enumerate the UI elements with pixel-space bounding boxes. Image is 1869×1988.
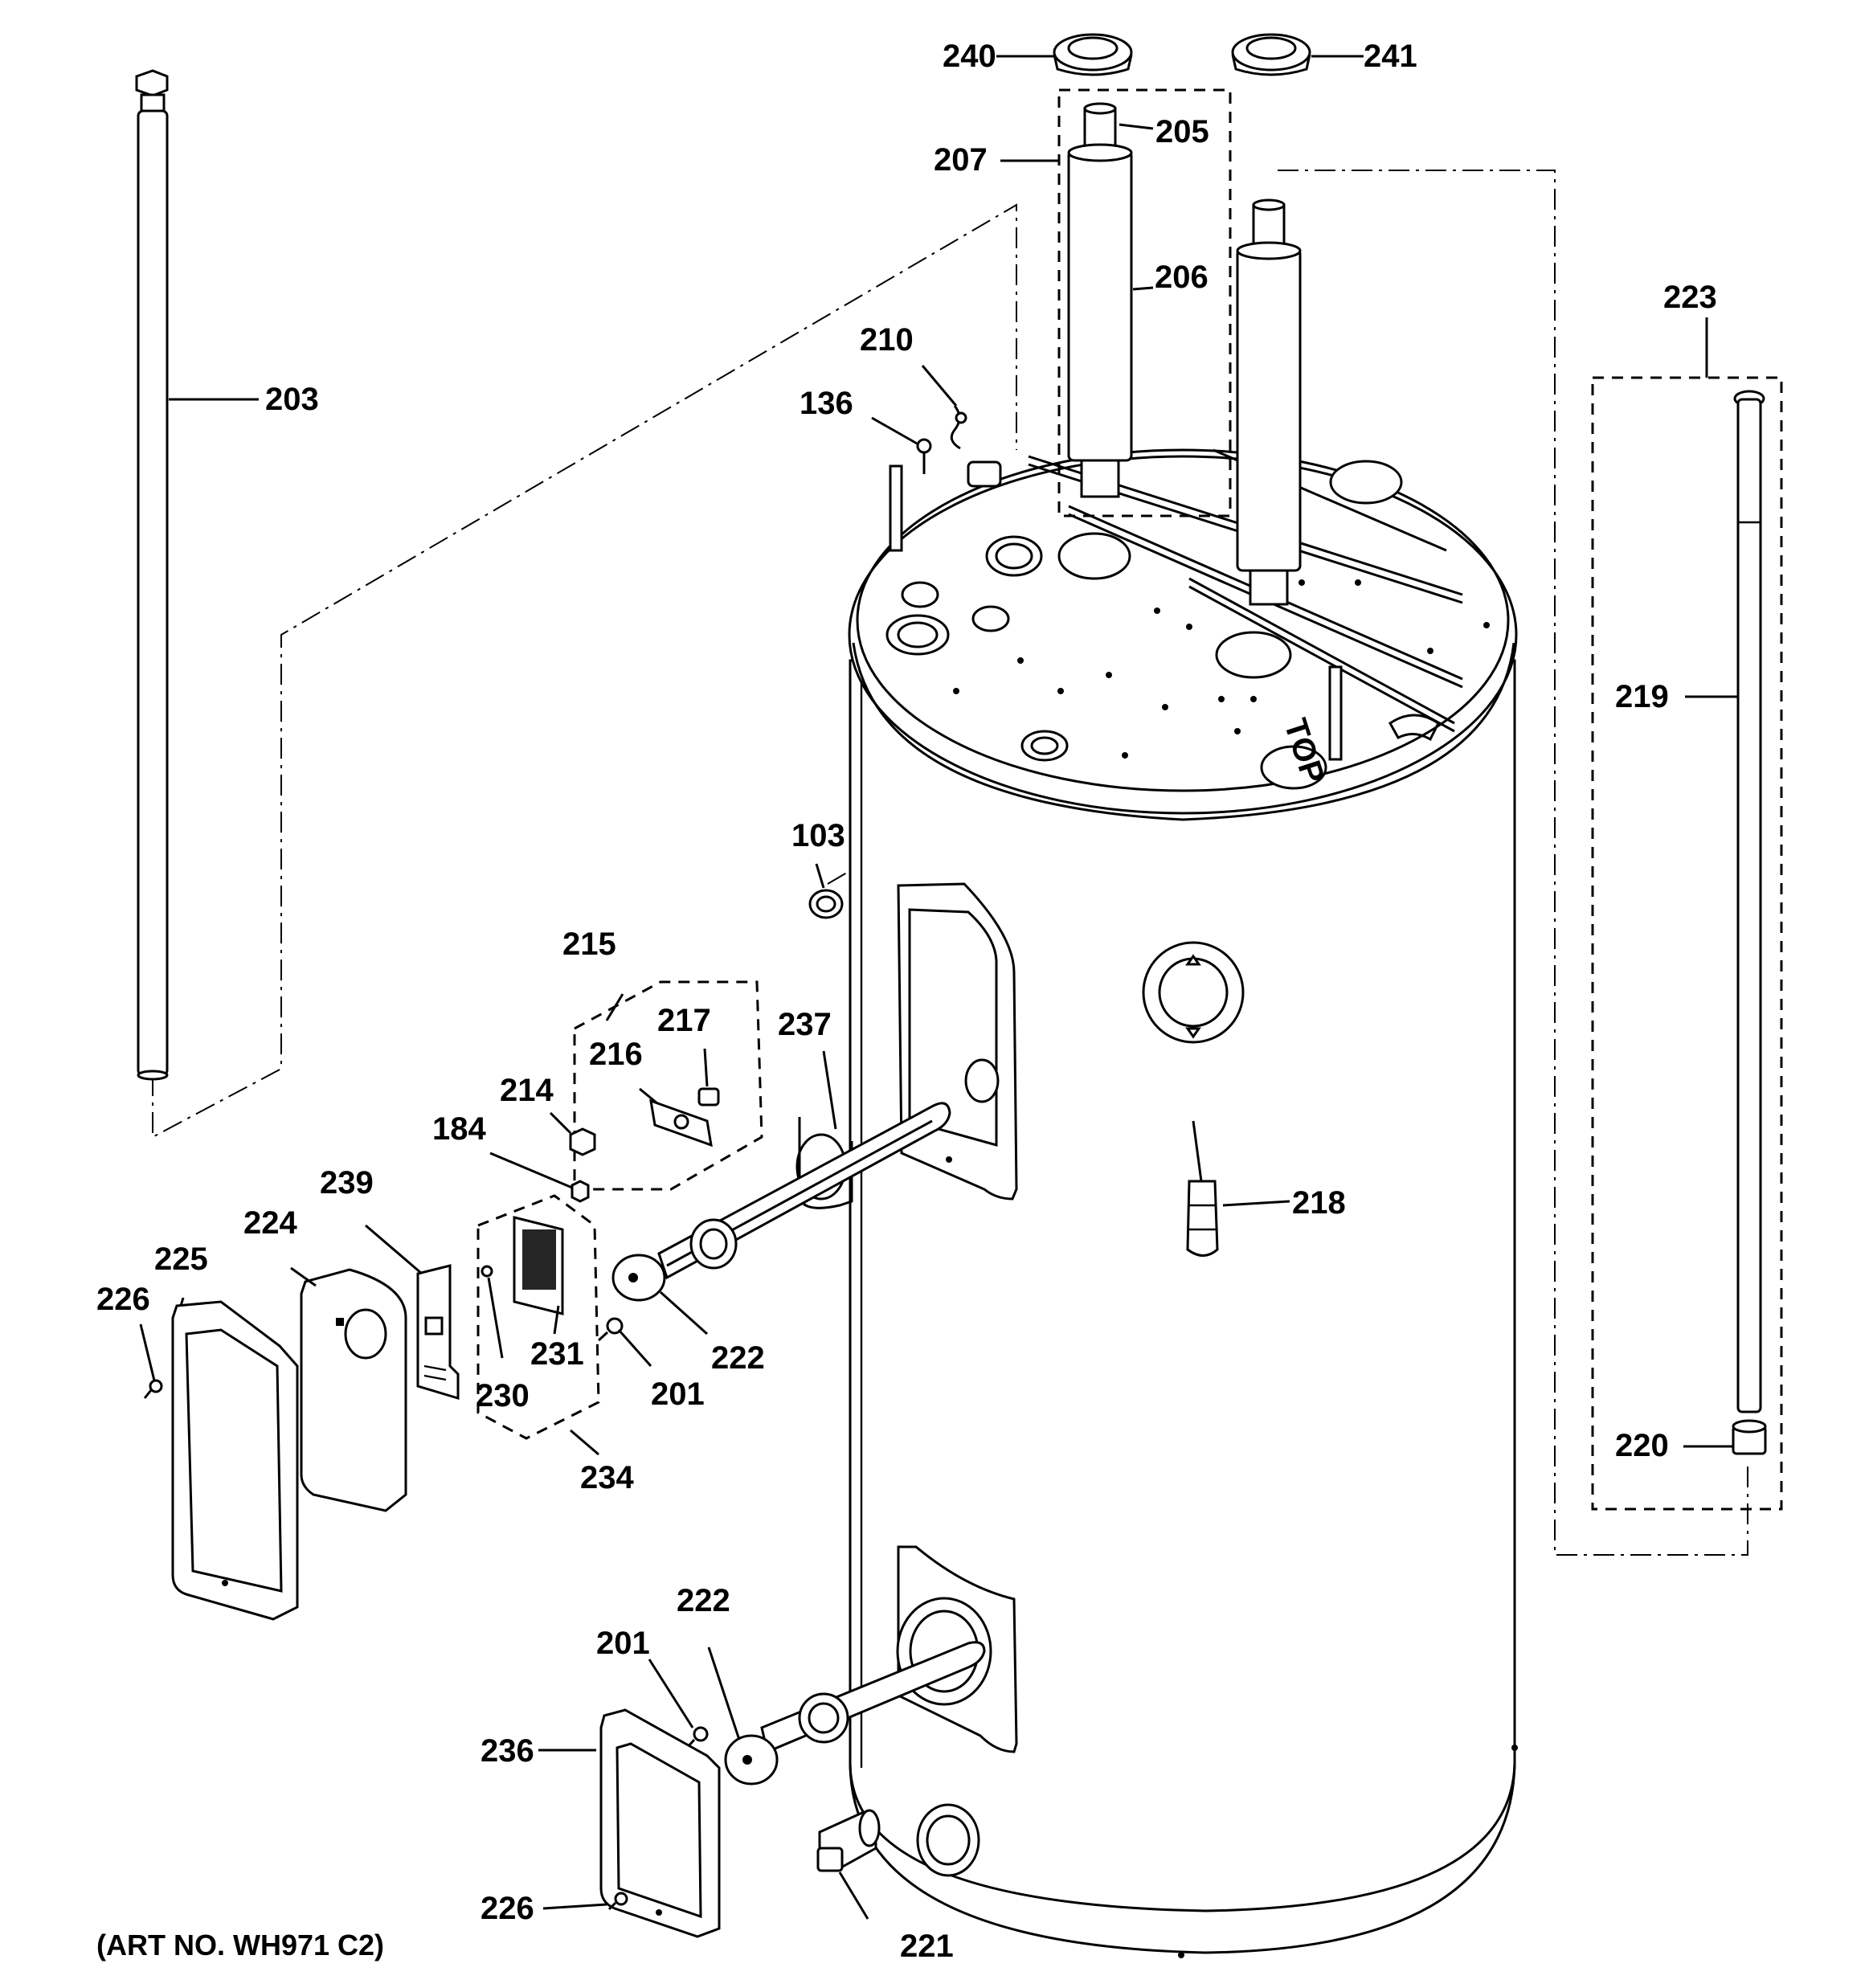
callout-207: 207: [934, 142, 988, 178]
plug-220: [1732, 1419, 1767, 1455]
callout-136: 136: [800, 386, 853, 421]
callout-205: 205: [1155, 114, 1209, 149]
art-number: (ART NO. WH971 C2): [96, 1929, 384, 1961]
temp-dial: [1142, 941, 1245, 1044]
cover-225: [171, 1300, 299, 1621]
anode-kit-box-223: [1591, 376, 1783, 1511]
callout-215: 215: [562, 927, 616, 962]
callout-217: 217: [657, 1003, 711, 1038]
callout-221: 221: [900, 1929, 954, 1964]
anode-rod-219: [1733, 390, 1765, 1413]
fitting-241: [1231, 33, 1311, 76]
control-board-231: [513, 1216, 564, 1315]
screw-226-upper: [143, 1379, 163, 1399]
screw-136: [916, 438, 932, 474]
lower-heating-element-222: [724, 1641, 986, 1786]
callout-206: 206: [1155, 260, 1209, 295]
cover-236: [599, 1708, 721, 1938]
dip-tube-kit-box-207: [1057, 88, 1232, 517]
callout-236: 236: [481, 1733, 534, 1769]
callout-224: 224: [243, 1205, 297, 1241]
callout-230: 230: [476, 1378, 530, 1413]
callout-216: 216: [589, 1037, 643, 1072]
callout-203: 203: [265, 382, 319, 417]
dip-tube-206: [1067, 102, 1133, 498]
callout-184: 184: [432, 1111, 486, 1147]
callout-219: 219: [1615, 679, 1669, 714]
callout-201-upper: 201: [651, 1376, 705, 1412]
control-kit-box-234: [476, 1194, 600, 1440]
callout-240: 240: [943, 39, 996, 74]
callout-214: 214: [500, 1073, 554, 1108]
bushing-103: [808, 889, 844, 919]
callout-218: 218: [1292, 1185, 1346, 1221]
callout-103: 103: [791, 818, 845, 853]
cover-224: [300, 1268, 407, 1512]
fitting-240: [1053, 33, 1133, 76]
callout-labels: 240 241 205 207 206 203 210 136 223 219 …: [96, 39, 1717, 1964]
callout-234: 234: [580, 1460, 634, 1495]
callout-231: 231: [530, 1336, 584, 1372]
callout-223: 223: [1663, 280, 1717, 315]
callout-220: 220: [1615, 1428, 1669, 1463]
upper-access-opening: [897, 882, 1018, 1201]
water-heater-tank: TOP: [848, 448, 1518, 1958]
callout-225: 225: [154, 1241, 208, 1277]
callout-226-lower: 226: [481, 1891, 534, 1926]
callout-210: 210: [860, 322, 914, 358]
upper-heating-element-222: [611, 1102, 951, 1302]
thermostat-216: [649, 1098, 713, 1147]
screw-201-upper: [597, 1317, 624, 1342]
anode-rod-203: [135, 69, 169, 1081]
bracket-239: [416, 1264, 460, 1401]
callout-222-lower: 222: [677, 1583, 730, 1618]
nut-214: [569, 1127, 596, 1156]
screw-230: [481, 1265, 493, 1278]
callout-226-upper: 226: [96, 1282, 150, 1317]
callout-241: 241: [1364, 39, 1417, 74]
screw-201-lower: [685, 1726, 709, 1749]
thermostat-217: [697, 1087, 720, 1106]
nut-184: [571, 1180, 590, 1203]
callout-201-lower: 201: [596, 1626, 650, 1661]
callout-237: 237: [778, 1007, 832, 1042]
leader-lines: [139, 55, 1738, 1920]
screw-226-lower: [607, 1892, 628, 1911]
sensor-218: [1186, 1120, 1219, 1257]
drain-valve-221: [816, 1809, 881, 1872]
callout-222-upper: 222: [711, 1340, 765, 1376]
hot-outlet-pipe: [1236, 198, 1302, 606]
callout-239: 239: [320, 1165, 374, 1201]
tank-top-cover: TOP: [885, 448, 1490, 790]
clip-210: [950, 405, 1002, 488]
